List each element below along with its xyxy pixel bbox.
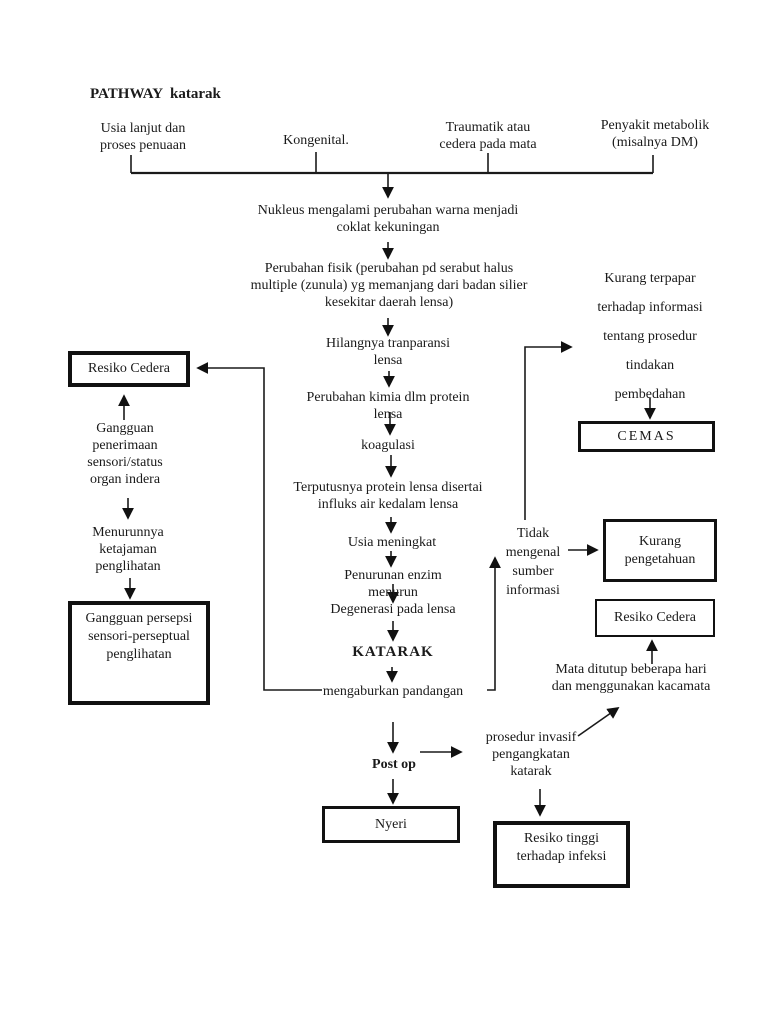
node-terputusnya-protein: Terputusnya protein lensa disertai influ…	[293, 480, 483, 512]
node-mata-ditutup: Mata ditutup beberapa hari dan menggunak…	[551, 662, 711, 694]
node-gangguan-penerimaan: Gangguan penerimaan sensori/status organ…	[87, 421, 163, 487]
box-nyeri: Nyeri	[322, 806, 460, 843]
box-kurang-pengetahuan: Kurang pengetahuan	[603, 519, 717, 582]
node-perubahan-fisik: Perubahan fisik (perubahan pd serabut ha…	[250, 261, 528, 310]
node-koagulasi: koagulasi	[361, 438, 415, 453]
node-post-op: Post op	[372, 757, 416, 772]
node-hilangnya-transparansi: Hilangnya tranparansi lensa	[325, 336, 450, 368]
cause-kongenital: Kongenital.	[283, 133, 349, 148]
cause-traumatik: Traumatik atau cedera pada mata	[439, 120, 537, 152]
node-penurunan-enzim: Penurunan enzim menurun	[344, 568, 442, 600]
box-cemas: CEMAS	[578, 421, 715, 452]
cause-usia-lanjut: Usia lanjut dan proses penuaan	[100, 121, 186, 153]
node-mengaburkan-pandangan: mengaburkan pandangan	[322, 684, 464, 699]
node-tidak-mengenal: Tidak mengenal sumber informasi	[505, 526, 561, 598]
box-resiko-tinggi: Resiko tinggi terhadap infeksi	[493, 821, 630, 888]
box-resiko-cedera-left: Resiko Cedera	[68, 351, 190, 387]
node-usia-meningkat: Usia meningkat	[347, 535, 437, 550]
node-prosedur-invasif: prosedur invasif pengangkatan katarak	[485, 730, 577, 779]
node-kurang-terpapar: Kurang terpapar terhadap informasi tenta…	[597, 271, 703, 402]
cause-penyakit-metabolik: Penyakit metabolik (misalnya DM)	[600, 118, 710, 150]
page-title: PATHWAY katarak	[90, 86, 221, 102]
node-nukleus: Nukleus mengalami perubahan warna menjad…	[257, 203, 519, 235]
node-menurunnya-ketajaman: Menurunnya ketajaman penglihatan	[92, 525, 164, 574]
node-perubahan-kimia: Perubahan kimia dlm protein lensa	[306, 390, 470, 422]
node-katarak: KATARAK	[352, 644, 434, 660]
box-gangguan-persepsi: Gangguan persepsi sensori-perseptual pen…	[68, 601, 210, 705]
box-resiko-cedera-right: Resiko Cedera	[595, 599, 715, 637]
node-degenerasi: Degenerasi pada lensa	[330, 602, 456, 617]
